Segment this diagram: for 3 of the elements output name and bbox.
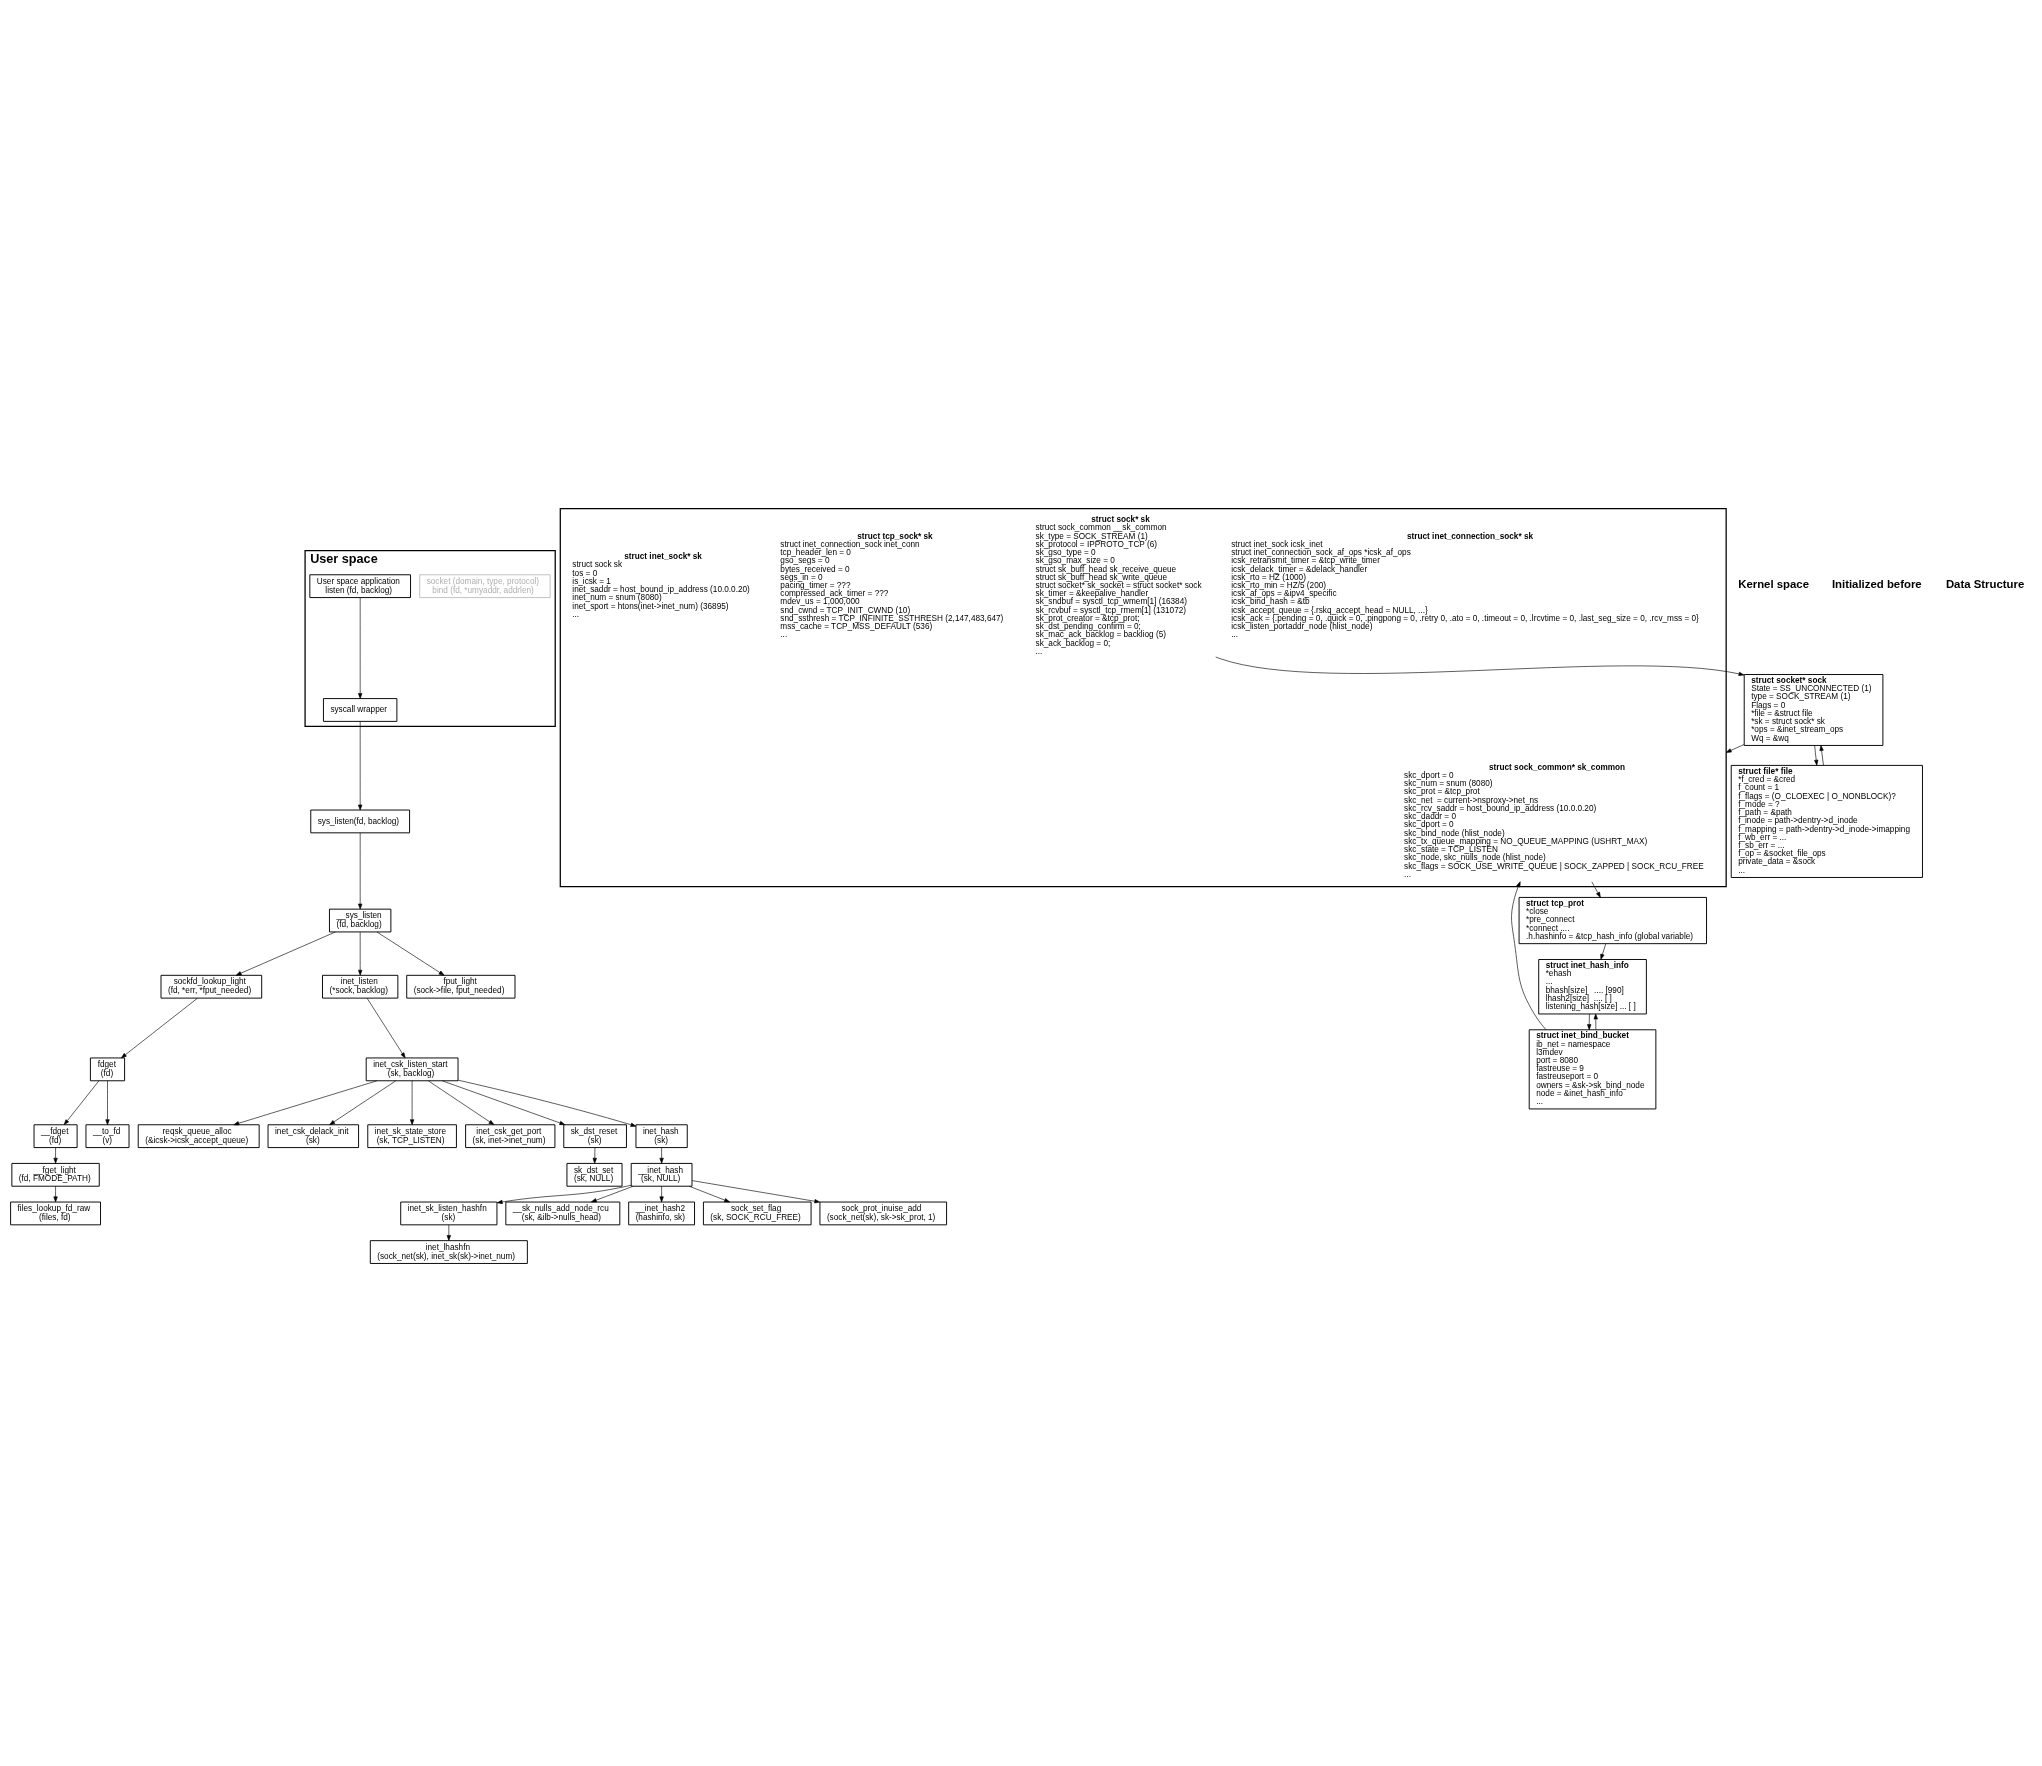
label: Data Structure [1945,577,2025,590]
label: Kernel space [1738,577,1810,590]
label: Initialized before [1831,577,1922,590]
